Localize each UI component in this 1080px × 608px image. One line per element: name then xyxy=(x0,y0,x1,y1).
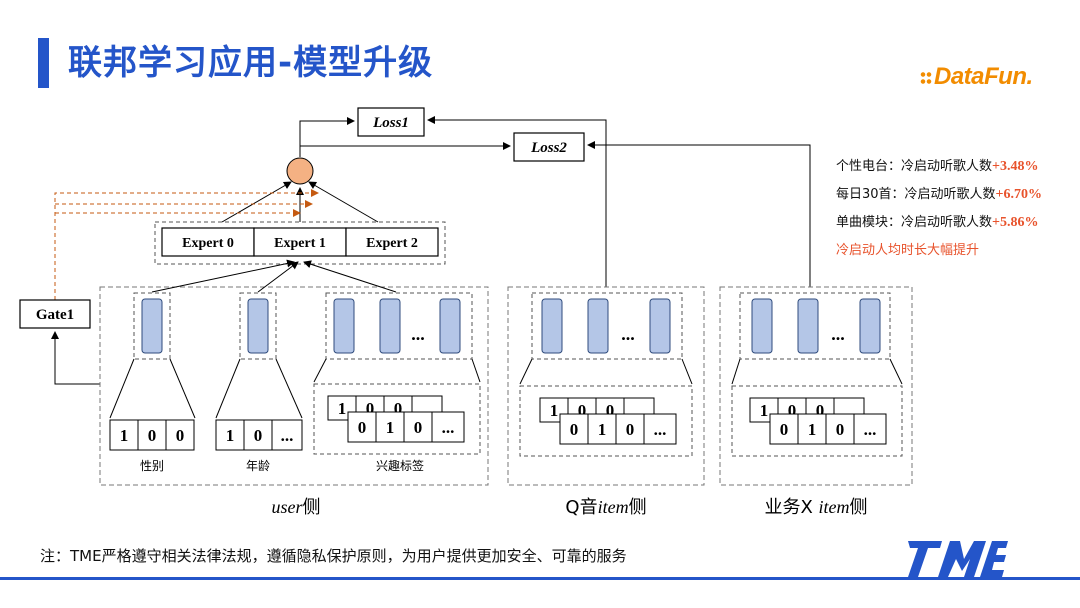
interest-embed-ellipsis: ... xyxy=(411,324,425,344)
page-title: 联邦学习应用-模型升级 xyxy=(68,43,434,83)
expert-1-label: Expert 1 xyxy=(274,236,326,251)
q-item-group: ... 1 0 0 0 1 0 ... xyxy=(507,286,705,486)
age-label: 年龄 xyxy=(246,459,270,473)
interest-front-bit-1: 1 xyxy=(386,418,395,437)
x-front-bit-1: 1 xyxy=(808,420,817,439)
gate-arrow-1 xyxy=(54,189,319,300)
gender-bit-0: 1 xyxy=(120,426,129,445)
age-bit-0: 1 xyxy=(226,426,235,445)
interest-front-bit-3: ... xyxy=(442,418,455,437)
datafun-logo: DataFun. xyxy=(920,63,1033,91)
compliance-footnote: 注：TME严格遵守相关法律法规，遵循隐私保护原则，为用户提供更加安全、可靠的服务 xyxy=(40,547,627,565)
arrow-interest-to-experts xyxy=(303,260,397,293)
loss2-label: Loss2 xyxy=(530,140,567,156)
x-front-bit-3: ... xyxy=(864,420,877,439)
arrow-expert0-to-node xyxy=(221,181,292,223)
q-front-bit-3: ... xyxy=(654,420,667,439)
result-row: 单曲模块：冷启动听歌人数+5.86% xyxy=(836,209,1042,237)
interest-front-bit-2: 0 xyxy=(414,418,423,437)
q-item-caption: Q音item侧 xyxy=(565,497,646,518)
title-accent-bar xyxy=(38,38,49,88)
q-back-bit-2: 0 xyxy=(606,401,615,420)
result-value: +3.48% xyxy=(992,159,1039,174)
interest-feature: ... 1 0 0 0 1 0 ... 兴趣标签 xyxy=(313,292,481,473)
interest-label: 兴趣标签 xyxy=(376,458,424,473)
tme-logo-icon xyxy=(908,541,1008,577)
q-front-bit-1: 1 xyxy=(598,420,607,439)
expert-2-box: Expert 2 xyxy=(345,227,439,257)
x-embed-ellipsis: ... xyxy=(831,324,845,344)
result-label: 单曲模块：冷启动听歌人数 xyxy=(836,215,993,230)
logo-dots-icon xyxy=(920,71,932,85)
age-feature: 1 0 ... 年龄 xyxy=(215,292,303,473)
expert-1-box: Expert 1 xyxy=(253,227,347,257)
x-back-bit-1: 0 xyxy=(788,401,797,420)
expert-0-label: Expert 0 xyxy=(182,236,234,251)
x-item-caption: 业务X item侧 xyxy=(764,497,867,518)
result-label: 每日30首：冷启动听歌人数 xyxy=(836,187,996,202)
x-back-bit-0: 1 xyxy=(760,401,769,420)
gate-box: Gate1 xyxy=(19,299,91,329)
x-front-bit-0: 0 xyxy=(780,420,789,439)
age-bit-2: ... xyxy=(281,426,294,445)
loss1-label: Loss1 xyxy=(372,115,409,131)
result-value: +6.70% xyxy=(995,187,1043,202)
result-note: 冷启动人均时长大幅提升 xyxy=(836,243,980,258)
results-panel: 个性电台：冷启动听歌人数+3.48% 每日30首：冷启动听歌人数+6.70% 单… xyxy=(836,153,1042,265)
gate-label: Gate1 xyxy=(36,307,74,323)
arrow-user-to-gate xyxy=(51,331,100,385)
q-front-bit-0: 0 xyxy=(570,420,579,439)
loss2-box: Loss2 xyxy=(513,132,585,162)
expert-2-label: Expert 2 xyxy=(366,236,418,251)
q-back-bit-1: 0 xyxy=(578,401,587,420)
age-bit-1: 0 xyxy=(254,426,263,445)
output-node xyxy=(286,157,314,185)
result-label: 个性电台：冷启动听歌人数 xyxy=(836,159,993,174)
x-front-bit-2: 0 xyxy=(836,420,845,439)
result-row: 个性电台：冷启动听歌人数+3.48% xyxy=(836,153,1042,181)
gender-feature: 1 0 0 性别 xyxy=(109,292,196,473)
interest-front-bit-0: 0 xyxy=(358,418,367,437)
arrow-qitem-to-loss1 xyxy=(427,116,607,287)
user-side-caption: user侧 xyxy=(272,497,321,518)
interest-back-bit-2: 0 xyxy=(394,399,403,418)
q-back-bit-0: 1 xyxy=(550,401,559,420)
result-value: +5.86% xyxy=(992,215,1039,230)
logo-text: DataFun. xyxy=(934,63,1033,90)
arrow-node-to-loss1 xyxy=(299,117,355,157)
arrow-expert2-to-node xyxy=(308,181,379,223)
x-back-bit-2: 0 xyxy=(816,401,825,420)
gender-bit-2: 0 xyxy=(176,426,185,445)
interest-back-bit-1: 0 xyxy=(366,399,375,418)
x-item-group: ... 1 0 0 0 1 0 ... xyxy=(719,286,913,486)
loss1-box: Loss1 xyxy=(357,107,425,137)
arrow-age-to-experts xyxy=(257,261,299,293)
user-group-frame xyxy=(99,286,489,486)
arrow-gender-to-experts xyxy=(151,259,295,293)
gender-label: 性别 xyxy=(140,459,164,473)
arrow-xitem-to-loss2 xyxy=(587,141,811,287)
interest-back-bit-0: 1 xyxy=(338,399,347,418)
expert-0-box: Expert 0 xyxy=(161,227,255,257)
result-row: 每日30首：冷启动听歌人数+6.70% xyxy=(836,181,1042,209)
q-embed-ellipsis: ... xyxy=(621,324,635,344)
q-front-bit-2: 0 xyxy=(626,420,635,439)
gender-bit-1: 0 xyxy=(148,426,157,445)
expert-group-frame xyxy=(154,221,446,265)
bottom-divider xyxy=(0,577,1080,580)
